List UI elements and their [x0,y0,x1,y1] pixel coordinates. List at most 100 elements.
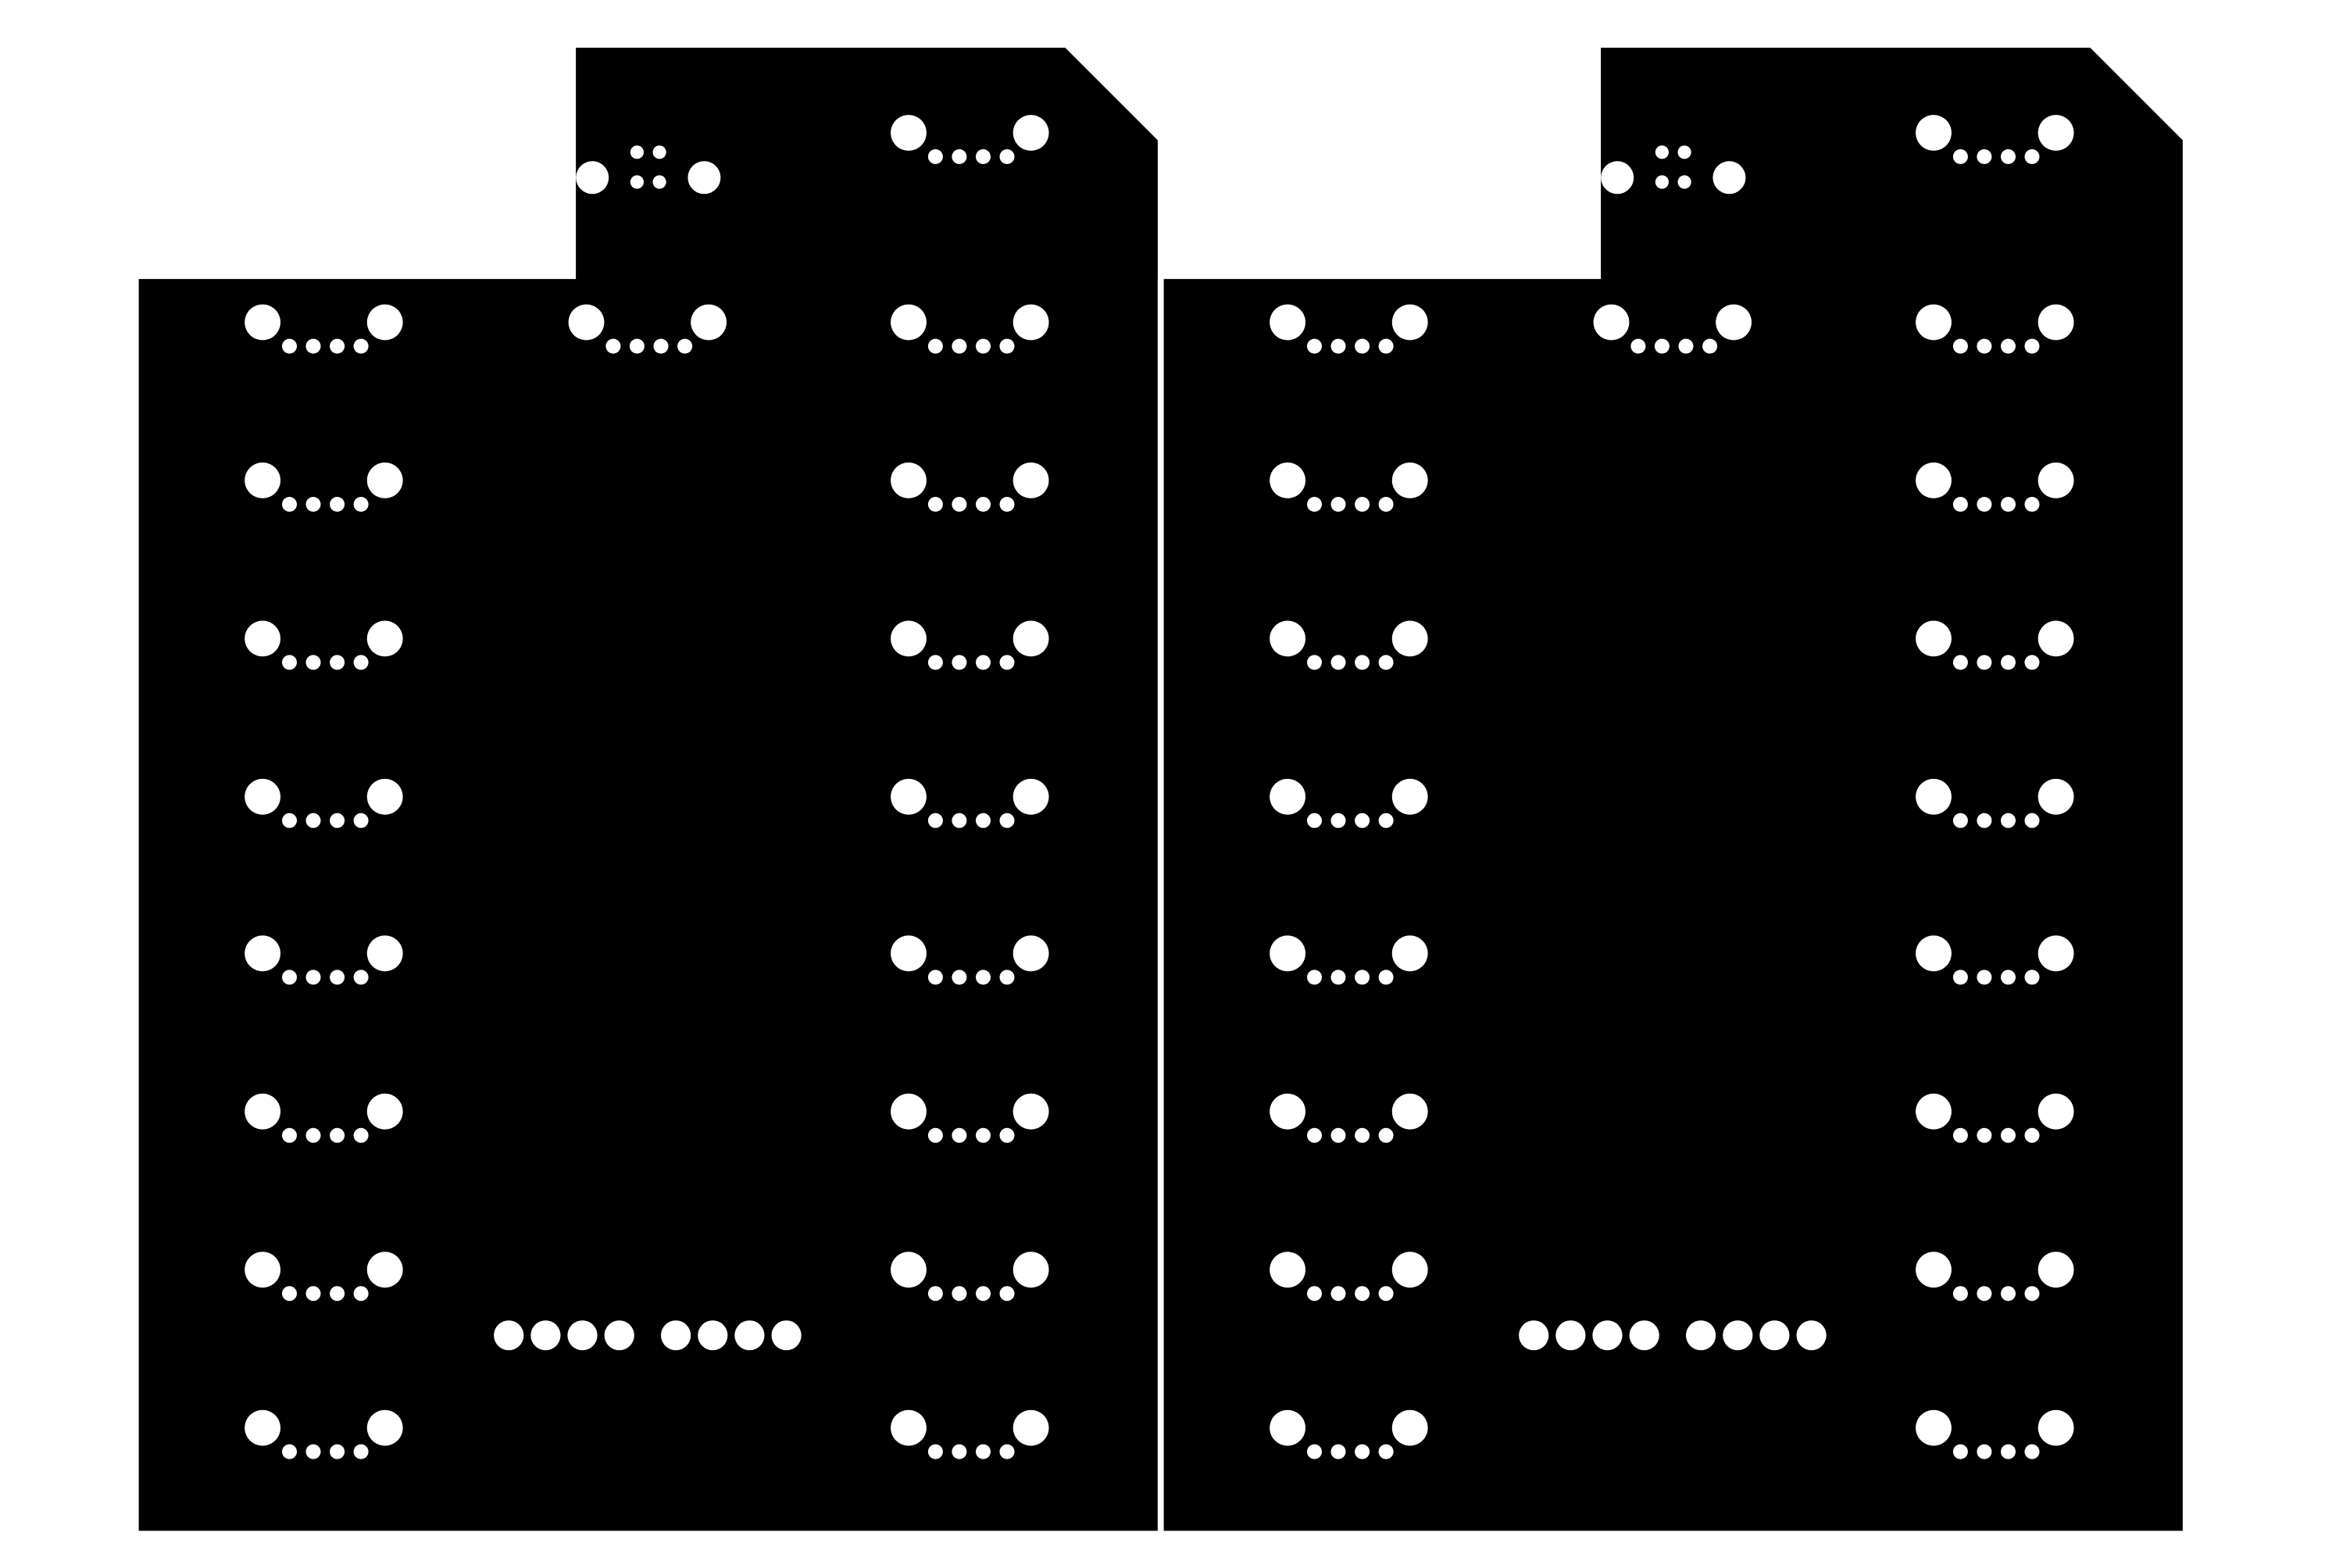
small-pin-hole [1355,813,1370,828]
small-pin-hole [952,813,967,828]
small-pin-hole [1952,970,1968,985]
small-pin-hole [999,497,1015,512]
small-pin-hole [1977,149,1992,164]
small-pin-hole [1378,1286,1394,1302]
small-pin-hole [2001,1444,2016,1459]
switch-footprint [245,463,403,512]
small-pin-hole [1330,813,1346,828]
left-board-outline [138,48,1158,1531]
small-pin-hole [2024,813,2040,828]
small-pin-hole [629,338,645,354]
large-mount-hole [891,463,927,498]
large-mount-hole [2038,304,2074,341]
small-pin-hole [952,1127,967,1143]
switch-footprint [245,304,403,354]
connector-footprint [576,145,721,195]
header-pin-hole [771,1320,802,1351]
small-pin-hole [305,497,321,512]
switch-footprint [891,115,1049,164]
header-pin-hole [567,1320,598,1351]
small-pin-hole [952,655,967,670]
small-pin-hole [353,338,369,354]
large-mount-hole [1270,935,1305,972]
small-pin-hole [1307,1127,1322,1143]
small-pin-hole [1307,1286,1322,1302]
small-pin-hole [976,497,991,512]
right-board-outline [1163,48,2183,1531]
large-mount-hole [366,620,403,657]
large-mount-hole [245,620,280,657]
large-mount-hole [568,304,605,341]
small-pin-hole [1330,1286,1346,1302]
small-pin-hole [1655,145,1669,159]
small-pin-hole [952,497,967,512]
small-pin-hole [330,1444,345,1459]
small-pin-hole [1952,1127,1968,1143]
small-pin-hole [2001,1286,2016,1302]
large-mount-hole [1391,935,1428,972]
large-mount-hole [1012,1252,1049,1288]
small-pin-hole [1378,813,1394,828]
small-pin-hole [2024,1286,2040,1302]
large-mount-hole [1270,1409,1305,1446]
small-pin-hole [1952,497,1968,512]
small-pin-hole [305,970,321,985]
small-pin-hole [652,175,666,189]
large-mount-hole [891,304,927,341]
large-mount-hole [2038,463,2074,498]
small-pin-hole [1952,655,1968,670]
large-mount-hole [1391,778,1428,815]
small-pin-hole [1952,813,1968,828]
holes-layer [245,115,2074,1531]
large-mount-hole [245,304,280,341]
switch-footprint [245,1252,403,1302]
large-mount-hole [1916,304,1952,341]
small-pin-hole [2001,149,2016,164]
large-mount-hole [1012,1093,1049,1130]
small-pin-hole [330,655,345,670]
header-pin-hole [734,1320,765,1351]
small-pin-hole [999,655,1015,670]
switch-footprint [891,778,1049,828]
small-pin-hole [1378,655,1394,670]
small-pin-hole [330,1127,345,1143]
small-pin-hole [1330,970,1346,985]
large-mount-hole [1916,620,1952,657]
small-pin-hole [1355,1127,1370,1143]
switch-footprint [1916,1252,2074,1302]
large-mount-hole [891,620,927,657]
large-mount-hole [1916,463,1952,498]
small-pin-hole [1307,338,1322,354]
small-pin-hole [282,1286,297,1302]
pin-header [1686,1320,1827,1351]
small-pin-hole [1977,497,1992,512]
small-pin-hole [1654,338,1670,354]
large-mount-hole [245,1409,280,1446]
boards-layer [138,48,2183,1531]
large-mount-hole [1012,1409,1049,1446]
small-pin-hole [353,1444,369,1459]
large-mount-hole [691,304,727,341]
small-pin-hole [630,175,645,189]
small-pin-hole [952,1286,967,1302]
pin-header [1519,1320,1659,1351]
large-mount-hole [1270,1093,1305,1130]
large-mount-hole [1391,463,1428,498]
small-pin-hole [353,970,369,985]
small-pin-hole [330,970,345,985]
small-pin-hole [1307,1444,1322,1459]
switch-footprint [245,935,403,985]
connector-footprint [1601,145,1746,195]
small-pin-hole [1330,497,1346,512]
small-pin-hole [1378,1127,1394,1143]
header-pin-hole [494,1320,524,1351]
small-pin-hole [1378,497,1394,512]
large-mount-hole [891,1409,927,1446]
switch-footprint [1270,778,1428,828]
large-mount-hole [1012,935,1049,972]
large-mount-hole [1391,1093,1428,1130]
mount-hole [576,161,609,195]
small-pin-hole [927,655,943,670]
small-pin-hole [976,813,991,828]
large-mount-hole [2038,1093,2074,1130]
